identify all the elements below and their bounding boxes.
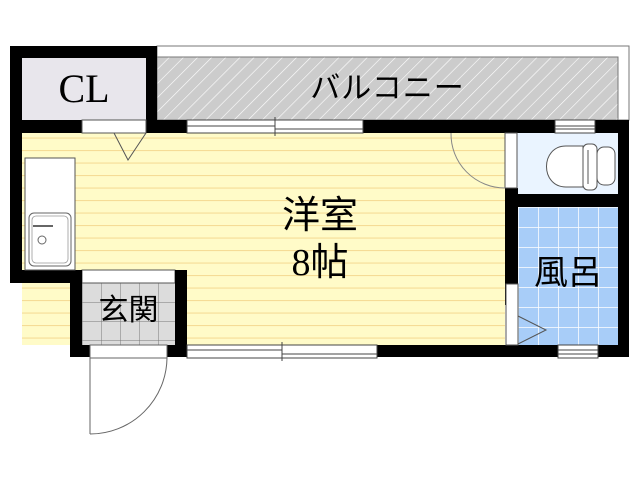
window-bottom (186, 342, 378, 361)
balcony-label: バルコニー (310, 70, 465, 106)
toilet-fixture (546, 143, 616, 191)
kitchen-sink (24, 157, 76, 271)
window-toilet (554, 119, 596, 134)
entrance-door (89, 344, 168, 435)
toilet-door (450, 132, 518, 189)
bath-door (505, 283, 548, 346)
balcony (156, 45, 630, 121)
bath-floor (518, 207, 618, 345)
walls (10, 46, 629, 357)
window-top (186, 117, 364, 136)
closet-door (81, 119, 147, 161)
entrance-floor (82, 283, 175, 345)
entrance-label: 玄関 (98, 293, 159, 328)
closet-label: CL (58, 66, 110, 111)
window-bath (557, 344, 599, 359)
main-room-size: 8帖 (291, 242, 349, 284)
main-room-name: 洋室 (281, 193, 358, 237)
closet-floor (22, 58, 146, 120)
main-room-label: 洋室 8帖 (230, 196, 410, 292)
bath-label: 風呂 (534, 253, 602, 293)
